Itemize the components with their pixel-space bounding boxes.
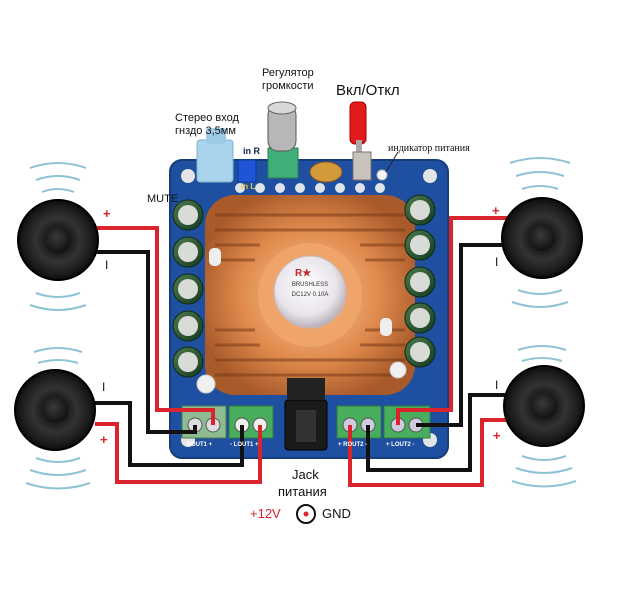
power-led (376, 169, 388, 181)
dc-jack-center-pin (303, 511, 309, 517)
speaker-bottom-left (14, 347, 96, 490)
wire-br-positive (348, 418, 510, 487)
gnd-label: GND (322, 506, 351, 521)
wire-bl-negative (95, 401, 244, 467)
capacitors-right (404, 194, 436, 368)
input-l-label: in L (241, 182, 256, 191)
terminal-lout2-label: + LOUT2 - (386, 442, 415, 448)
plus-12v-label: +12V (250, 506, 281, 521)
audio-jack-socket (206, 128, 226, 144)
voltage-regulator (287, 378, 325, 400)
sound-waves (511, 345, 577, 488)
wire-br-negative (366, 393, 510, 472)
wires (95, 216, 512, 487)
speaker-top-right (501, 157, 583, 308)
power-switch-cap (349, 101, 367, 145)
small-capacitor (196, 374, 216, 394)
wire-tl-negative (95, 250, 197, 434)
input-r-label: in R (243, 146, 260, 156)
small-capacitor (389, 361, 407, 379)
speaker-bl-minus: I (102, 380, 106, 394)
wire-tl-positive (95, 226, 215, 425)
speaker-bl-plus: + (100, 432, 108, 447)
speaker-br-minus: I (495, 378, 499, 392)
power-jack-dc[interactable] (284, 399, 328, 451)
power-jack-label-line2: питания (278, 484, 327, 499)
terminal-rout1-label: - ROUT1 + (183, 442, 213, 448)
amplifier-board: BRUSHLESS DC12V 0.10A R★ (169, 101, 449, 459)
fan-rating: DC12V 0.10A (292, 292, 329, 298)
wire-tr-negative (416, 243, 512, 427)
input-header (237, 159, 257, 183)
terminal-lout1[interactable] (228, 405, 274, 439)
power-switch-stem (356, 140, 362, 154)
speaker-tl-minus: I (105, 258, 109, 272)
terminal-rout2[interactable] (336, 405, 382, 439)
volume-control-label-line2: громкости (262, 80, 314, 92)
standoff (380, 318, 392, 336)
mount-hole (423, 169, 437, 183)
volume-potentiometer-body (267, 147, 299, 179)
stereo-input-label-line1: Стерео вход (175, 112, 239, 124)
speaker-top-left (17, 162, 99, 311)
sound-waves (509, 157, 571, 308)
fan-logo: R★ (295, 268, 311, 279)
sound-waves (25, 347, 91, 490)
speaker-bottom-right (503, 345, 585, 488)
speaker-tr-minus: I (495, 255, 499, 269)
audio-jack-3-5mm (196, 139, 234, 183)
wire-bl-positive (95, 422, 262, 484)
power-indicator-label: индикатор питания (388, 143, 470, 154)
power-switch-label: Вкл/Откл (336, 82, 400, 99)
mount-hole (181, 169, 195, 183)
terminal-lout1-label: - LOUT1 + (230, 442, 259, 448)
power-jack-label-line1: Jack (292, 467, 319, 482)
mute-label: MUTE (147, 193, 179, 205)
wire-tr-positive (396, 216, 512, 425)
inductor-coil (309, 161, 343, 183)
indicator-pointer (385, 151, 399, 173)
terminal-rout2-label: + ROUT2 - (338, 442, 368, 448)
speaker-tr-plus: + (492, 203, 500, 218)
power-switch-body (352, 151, 372, 181)
standoff (209, 248, 221, 266)
speaker-br-plus: + (493, 428, 501, 443)
capacitors-left (172, 199, 204, 378)
fan-hub (273, 255, 347, 329)
input-capacitors (235, 183, 385, 193)
speaker-tl-plus: + (103, 206, 111, 221)
volume-knob-top (267, 101, 297, 115)
fan-brand: BRUSHLESS (292, 282, 328, 288)
stereo-input-label-line2: гнздо 3,5мм (175, 125, 236, 137)
volume-control-label-line1: Регулятор (262, 67, 314, 79)
sound-waves (29, 162, 87, 311)
